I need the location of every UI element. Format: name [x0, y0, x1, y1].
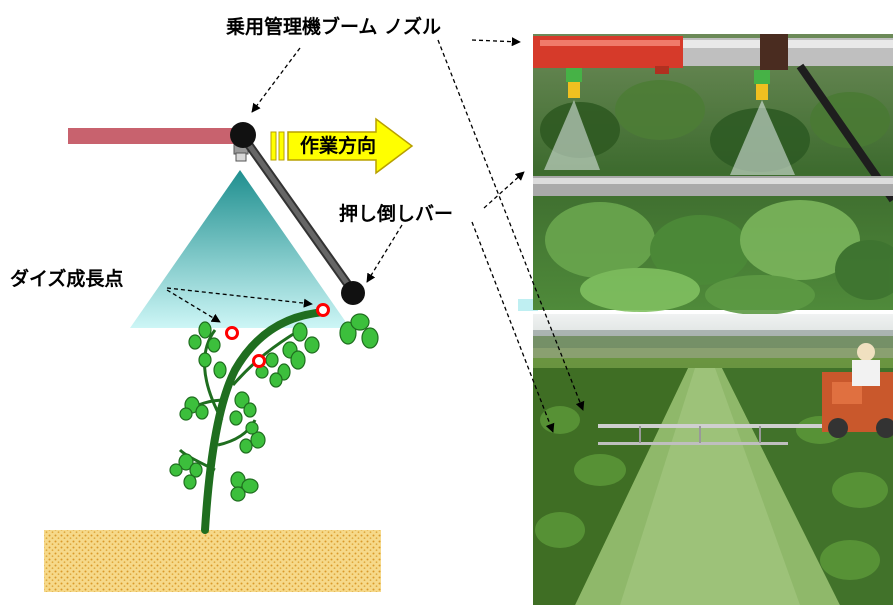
bar-end-icon	[341, 281, 365, 305]
photo-boom-closeup	[533, 34, 893, 315]
work-direction-arrow	[270, 117, 414, 175]
leader-lines	[166, 37, 585, 433]
nozzle-joint-icon	[230, 122, 256, 148]
growth-point-marker-icon	[225, 326, 239, 340]
soybean-plant	[169, 308, 379, 534]
label-boom-nozzle: 乗用管理機ブーム ノズル	[226, 16, 442, 38]
label-growth-point: ダイズ成長点	[10, 268, 124, 290]
photo-field	[533, 314, 893, 605]
growth-point-marker-icon	[316, 303, 330, 317]
label-work-direction: 作業方向	[300, 135, 377, 157]
label-push-bar: 押し倒しバー	[339, 203, 454, 225]
boom-bar	[68, 128, 246, 144]
soil	[44, 530, 381, 592]
spray-cone	[130, 170, 350, 328]
growth-point-marker-icon	[252, 354, 266, 368]
